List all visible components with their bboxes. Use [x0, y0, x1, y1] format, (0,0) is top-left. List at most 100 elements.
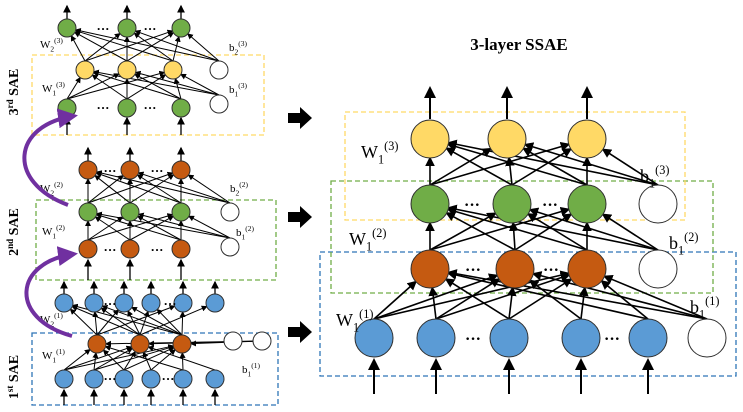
- sae1-input-node: [173, 369, 193, 389]
- ssae-w2-edge-bias: [447, 204, 659, 251]
- sae2-enc-edge: [95, 213, 182, 241]
- sae3-output-node: [117, 18, 137, 38]
- sae2-output-node: [78, 160, 98, 180]
- layer-boxes: [31, 54, 737, 406]
- sae1-dec-edge: [71, 305, 141, 336]
- sae2-ellipsis: ···: [103, 163, 116, 178]
- ssae-bias1-node: [687, 318, 727, 358]
- sae1-input-node: [141, 369, 161, 389]
- ssae-hidden2-node: [492, 184, 532, 224]
- sae1-dec-edge: [127, 310, 141, 336]
- sae1-output-node: [205, 293, 225, 313]
- ssae-input-node: [628, 318, 668, 358]
- sae3-enc-edge-bias: [92, 69, 220, 96]
- sae1-bias-node: [252, 331, 272, 351]
- sae3-b-enc-label: b1(3): [229, 81, 247, 98]
- sae1-dec-edge: [131, 306, 183, 336]
- ssae-w1-edge: [435, 272, 571, 320]
- sae2-dec-edge-bias: [137, 171, 231, 204]
- sae1-hidden-node: [130, 334, 150, 354]
- sae2-box: [35, 199, 277, 281]
- sae3-output-node: [57, 18, 77, 38]
- sae3-hidden-node: [163, 60, 183, 80]
- connection-edges: [63, 28, 708, 371]
- ssae-b3-label: b1(3): [640, 163, 669, 191]
- ssae-w1-edge: [435, 278, 501, 320]
- sae1-output-node: [173, 293, 193, 313]
- sae3-w-enc-label: W1(3): [42, 80, 65, 97]
- stage-to-ssae-arrow: [288, 107, 312, 129]
- sae3-enc-edge: [91, 74, 128, 100]
- sae3-w-dec-label: W2(3): [40, 36, 63, 53]
- sae1-dec-edge: [100, 307, 141, 336]
- sae1-dec-edge: [69, 308, 98, 336]
- sae3-dec-edge-bias: [187, 33, 220, 62]
- ssae-w1-edge: [507, 286, 517, 320]
- ssae-bias3-node: [638, 184, 678, 224]
- ssae-w1-label: W1(1): [336, 307, 373, 335]
- ssae-hidden2-node: [410, 184, 450, 224]
- ssae-w3-edge: [429, 147, 493, 186]
- sae1-input-node: [205, 369, 225, 389]
- sae3-b-dec-label: b2(3): [229, 39, 247, 56]
- sae3-enc-edge-bias: [134, 70, 220, 96]
- sae3-dec-edge-bias: [134, 29, 220, 62]
- sae2-ellipsis: ···: [150, 163, 163, 178]
- ssae-w1-edge: [373, 273, 499, 320]
- ssae-input-node: [354, 318, 394, 358]
- sae3-enc-edge: [134, 73, 182, 100]
- ssae-bias2-node: [638, 249, 678, 289]
- sae2-w-dec-label: W2(2): [40, 180, 63, 197]
- ssae-w3-edge-bias: [523, 142, 659, 186]
- sae1-enc-edge: [102, 349, 125, 371]
- sae1-input-node: [114, 369, 134, 389]
- sae3-dec-edge: [172, 35, 181, 62]
- sae2-output-node: [120, 160, 140, 180]
- sae3-enc-edge-bias: [180, 73, 220, 96]
- sae2-enc-edge: [129, 215, 174, 241]
- sae2-ellipsis: ···: [103, 242, 116, 257]
- sae3-dec-edge: [126, 32, 175, 62]
- stage-to-ssae-arrow: [288, 206, 312, 228]
- sae1-enc-edge: [150, 349, 176, 371]
- ssae-ellipsis: ···: [604, 331, 620, 348]
- sae3-dec-edge: [74, 31, 128, 62]
- sae1-b-label: b1(1): [242, 361, 260, 378]
- ssae-ellipsis: ···: [542, 197, 558, 214]
- sae1-enc-edge: [63, 348, 91, 371]
- ssae-w3-edge: [511, 148, 573, 186]
- sae1-box: [31, 332, 279, 406]
- ssae-w1-edge: [508, 278, 573, 320]
- stage-to-ssae-arrow: [288, 321, 312, 343]
- sae1-enc-edge: [179, 351, 186, 371]
- sae1-output-node: [141, 293, 161, 313]
- sae1-hidden-node: [87, 334, 107, 354]
- sae1-input-node: [84, 369, 104, 389]
- sae1-dec-edge: [139, 310, 150, 336]
- ssae-w1-edge-bias: [603, 274, 708, 320]
- sae1-hidden-node: [172, 334, 192, 354]
- ssae-w1-edge: [373, 280, 418, 320]
- sae2-w-enc-label: W1(2): [42, 223, 65, 240]
- ssae-w1-edge: [600, 280, 649, 320]
- ssae-w2-edge-bias: [601, 213, 659, 251]
- sae2-hidden-node: [171, 202, 191, 222]
- sae2-dec-edge: [129, 174, 175, 204]
- ssae-w2-edge: [429, 206, 571, 251]
- diagram-title: 3-layer SSAE: [470, 35, 567, 54]
- ssae-w1-edge: [428, 286, 438, 320]
- ssae-hidden1-node: [567, 249, 607, 289]
- sae1-enc-edge: [63, 344, 175, 371]
- sae1-dec-edge: [179, 310, 186, 336]
- sae2-output-node: [171, 160, 191, 180]
- sae3-dec-edge: [84, 29, 174, 62]
- sae2-enc-edge-bias: [137, 212, 231, 239]
- ssae-w2-label: W1(2): [349, 226, 386, 254]
- ssae-w2-edge: [508, 221, 519, 251]
- sae2-hidden-node: [78, 202, 98, 222]
- ssae-hidden1-node: [410, 249, 450, 289]
- sae1-dec-edge: [139, 305, 208, 336]
- sae1-ellipsis: ···: [163, 296, 176, 311]
- sae1-enc-edge: [147, 345, 216, 371]
- sae3-dec-edge: [70, 35, 86, 62]
